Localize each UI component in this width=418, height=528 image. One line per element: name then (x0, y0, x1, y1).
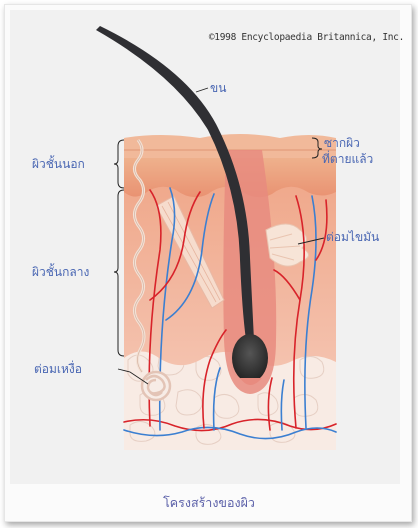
copyright-notice: ©1998 Encyclopaedia Britannica, Inc. (209, 32, 404, 43)
sweat-gland-coil (142, 372, 170, 400)
label-dermis: ผิวชั้นกลาง (32, 263, 89, 282)
label-sweat-gland: ต่อมเหงื่อ (34, 360, 82, 379)
hair-bulb (232, 334, 268, 382)
label-sebaceous-gland: ต่อมไขมัน (326, 228, 379, 247)
label-dead-cells-line2: ที่ตายแล้ว (322, 150, 373, 169)
label-epidermis: ผิวชั้นนอก (32, 155, 85, 174)
label-hair: ขน (210, 79, 226, 98)
figure-caption: โครงสร้างของผิว (0, 493, 418, 513)
